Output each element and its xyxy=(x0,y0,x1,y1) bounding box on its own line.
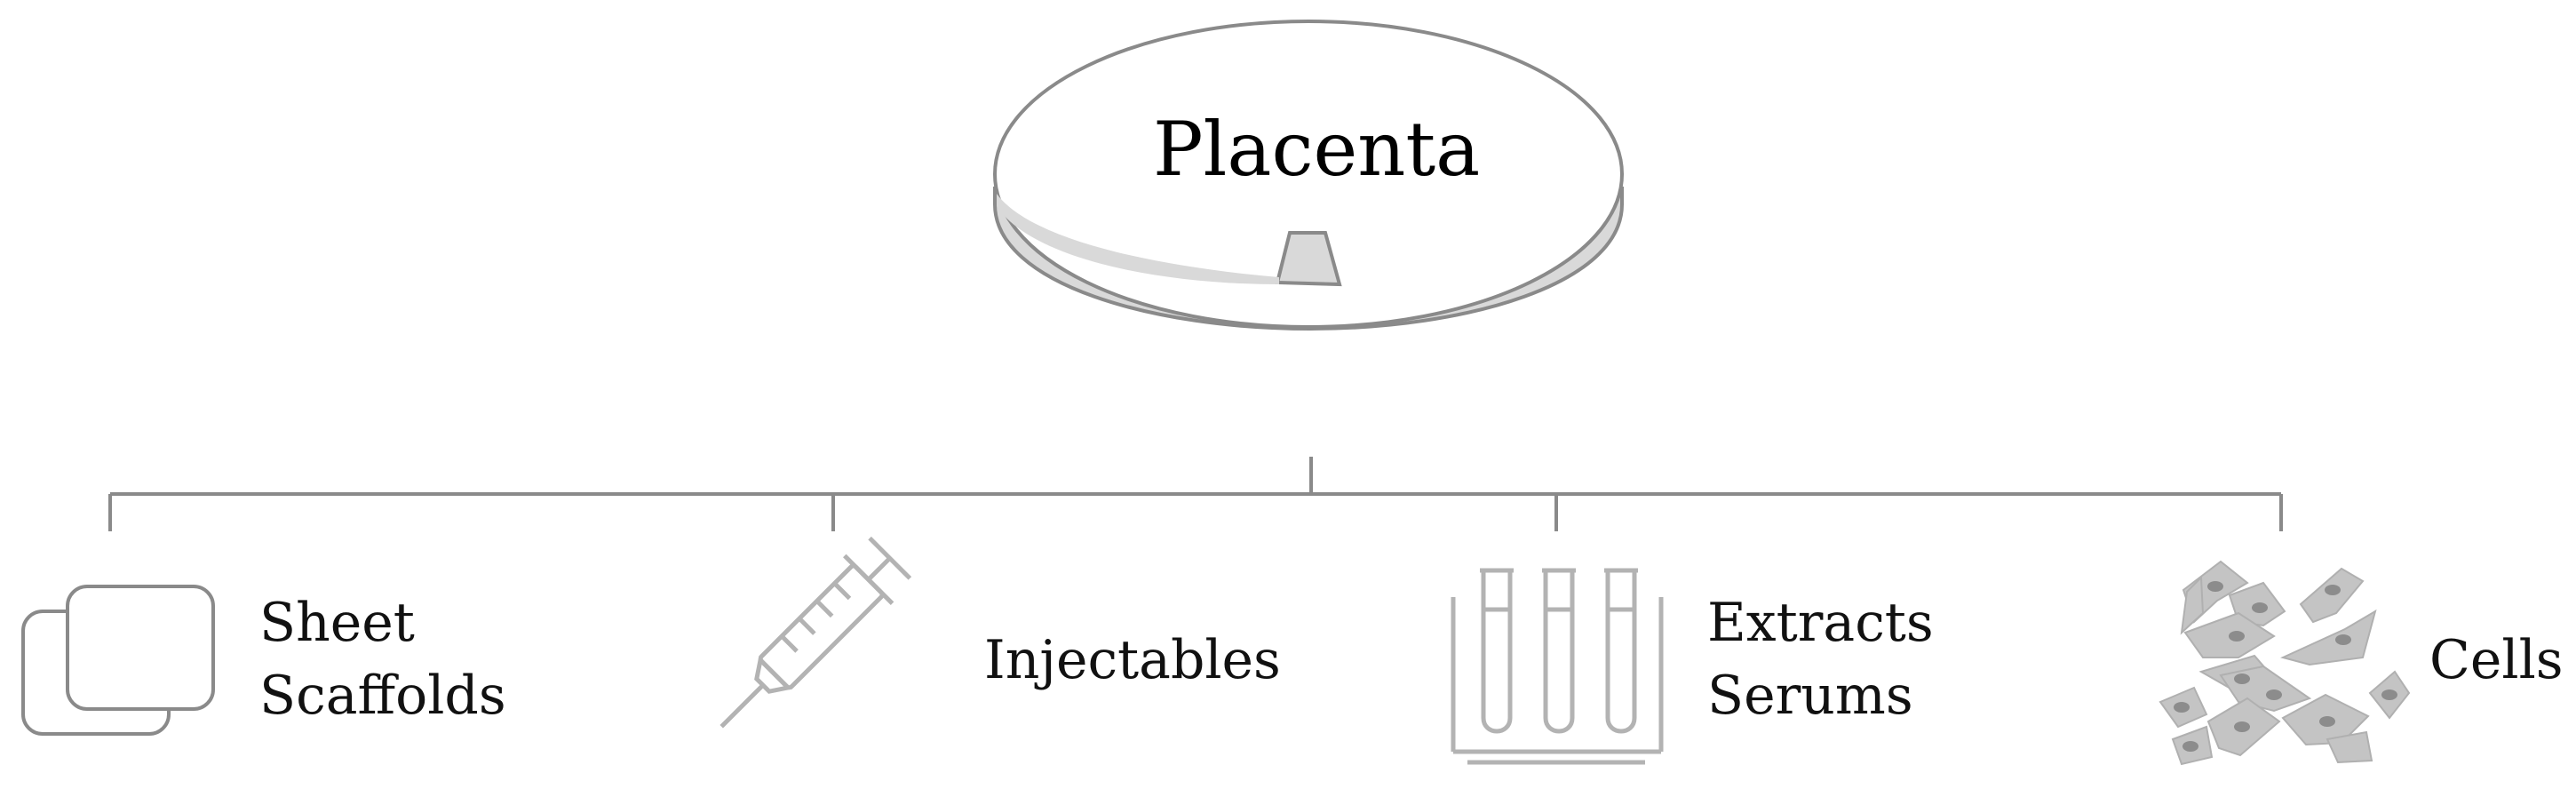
test-tubes-icon xyxy=(1451,568,1664,765)
syringe-icon xyxy=(720,536,912,729)
branch-label-line: Sheet xyxy=(259,592,415,654)
branch-label-line: Extracts xyxy=(1707,592,1934,654)
placenta-disc xyxy=(993,20,1624,329)
branch-label-extracts-serums: Extracts Serums xyxy=(1707,586,1934,732)
cells-icon xyxy=(2159,560,2411,766)
branch-label-line: Injectables xyxy=(984,629,1281,691)
branch-label-sheet-scaffolds: Sheet Scaffolds xyxy=(259,586,506,732)
branch-label-line: Cells xyxy=(2429,629,2564,691)
branch-label-line: Serums xyxy=(1707,665,1913,727)
branch-label-line: Scaffolds xyxy=(259,665,506,727)
placenta-cord-cover xyxy=(997,194,1279,284)
branch-label-injectables: Injectables xyxy=(984,624,1281,697)
branch-label-cells: Cells xyxy=(2429,624,2564,697)
overlapping-sheets-icon xyxy=(21,585,215,736)
root-label: Placenta xyxy=(1153,106,1481,193)
placenta-shape xyxy=(993,20,1624,331)
placenta-cord xyxy=(1275,231,1342,287)
tree-connectors xyxy=(108,457,2283,531)
